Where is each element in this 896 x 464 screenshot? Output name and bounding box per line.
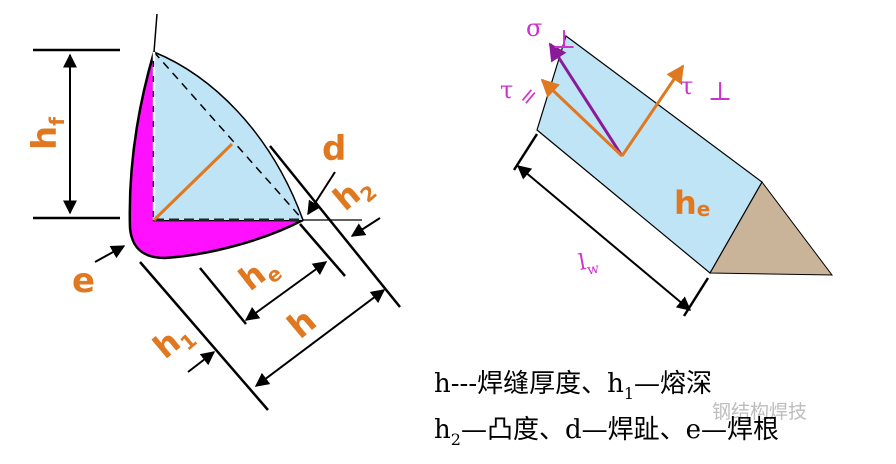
tau-perp-arrow (620, 64, 685, 157)
throat-plane (536, 35, 763, 274)
vertical-plate-line (153, 13, 158, 53)
he-label: he (232, 246, 287, 302)
sigma-label: σ (526, 14, 542, 42)
d-label: d (322, 129, 346, 169)
d-leader (307, 171, 336, 216)
hf-label: hf (25, 117, 69, 150)
legend: h---焊缝厚度、h1—熔深 钢结构焊技 h2—凸度、d—焊趾、e—焊根 (434, 369, 807, 449)
lw-arrow (516, 165, 692, 311)
h1-ext (139, 261, 269, 411)
sigma-perp-symbol: ⊥ (552, 25, 576, 55)
legend-line-2: h2—凸度、d—焊趾、e—焊根 (434, 415, 779, 449)
legend-line-1: h---焊缝厚度、h1—熔深 (434, 369, 712, 403)
throat-hypotenuse-dashed (153, 51, 304, 221)
h1-arrow (187, 351, 216, 373)
h-arrow (254, 289, 386, 387)
e-arrow (94, 245, 126, 263)
lw-dimension: lw (512, 133, 710, 317)
throat-plane-diagram: σ ⊥ τ = τ ⊥ he (500, 14, 834, 276)
tau-parallel-arrow (540, 78, 624, 158)
hf-dimension: hf (25, 48, 120, 220)
weld-convex-face (153, 51, 304, 221)
weld-root-region (128, 51, 304, 260)
tau-left-label: τ (500, 76, 513, 104)
throat-line (152, 142, 234, 222)
e-label: e (72, 261, 95, 301)
e-pointer: e (72, 245, 126, 301)
watermark: 钢结构焊技 (712, 401, 807, 423)
tau-perp-symbol: ⊥ (708, 77, 732, 107)
lw-ext-top (512, 133, 539, 171)
lw-ext-bottom (682, 277, 710, 317)
h2-ext (269, 145, 401, 308)
lw-label: lw (577, 248, 601, 280)
he-ext-right (299, 223, 346, 277)
h2-arrow (350, 217, 381, 237)
tau-parallel-symbol: = (513, 82, 544, 112)
he-ext-left (199, 267, 247, 325)
sigma-arrow (548, 42, 624, 157)
fillet-weld-section (128, 13, 362, 260)
tau-right-label: τ (680, 72, 693, 100)
